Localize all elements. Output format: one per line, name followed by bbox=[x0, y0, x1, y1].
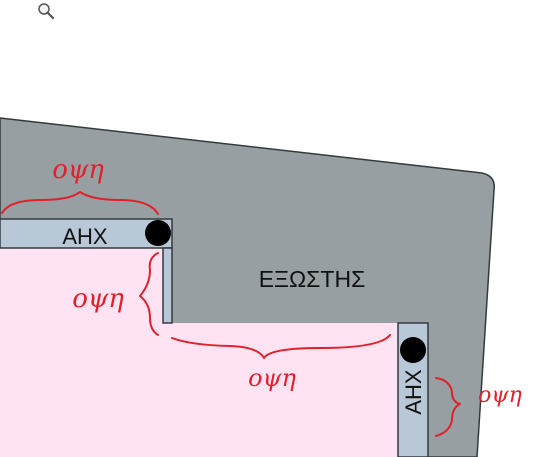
bracket-right bbox=[435, 377, 461, 437]
annotation-top: οψη bbox=[52, 155, 104, 185]
corner-dot-right bbox=[400, 337, 426, 363]
magnifier-icon[interactable] bbox=[34, 0, 58, 22]
bracket-left bbox=[139, 252, 159, 336]
annotation-left: οψη bbox=[72, 284, 124, 314]
balcony-label: ΕΞΩΣΤΗΣ bbox=[259, 266, 366, 292]
interior-area bbox=[0, 248, 398, 457]
annotation-bottom: οψη bbox=[248, 364, 296, 392]
corner-dot-top bbox=[145, 220, 171, 246]
bracket-top bbox=[1, 191, 159, 215]
bracket-bottom bbox=[171, 334, 391, 359]
annotation-marks bbox=[1, 191, 461, 437]
strip-right-label: ΑΗΧ bbox=[401, 369, 426, 415]
strip-top-label: ΑΗΧ bbox=[62, 224, 108, 249]
strip-top bbox=[0, 218, 173, 249]
annotation-right: οψη bbox=[478, 383, 522, 408]
strip-top-connector bbox=[162, 247, 173, 324]
